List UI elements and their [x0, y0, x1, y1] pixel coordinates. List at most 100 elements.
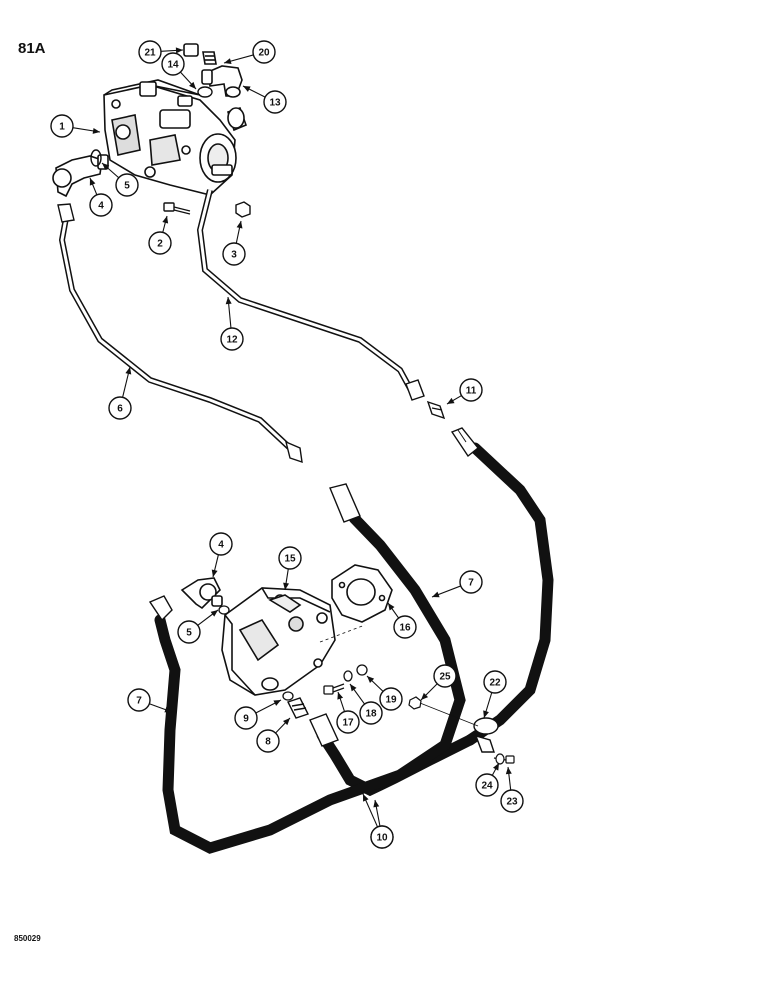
callout-17: 17: [336, 691, 360, 734]
callout-number: 2: [157, 239, 163, 250]
washer-24: [495, 753, 505, 765]
elbow-fitting-4-upper: [52, 154, 109, 198]
callout-6: 6: [108, 366, 132, 420]
callout-arrowhead: [273, 700, 281, 706]
callout-number: 4: [218, 540, 224, 551]
callout-14: 14: [161, 52, 197, 90]
callout-arrowhead: [505, 767, 512, 775]
callout-circle: [138, 40, 162, 64]
callout-number: 21: [144, 48, 156, 59]
page-code: 81A: [18, 40, 46, 57]
callout-number: 7: [468, 578, 474, 589]
callout-circle: [209, 532, 233, 556]
o-ring-5-upper: [90, 149, 102, 167]
callout-25: 25: [420, 664, 457, 701]
callout-5: 5: [101, 162, 139, 197]
drawing-number: 850029: [14, 934, 41, 943]
callout-circle: [108, 396, 132, 420]
callout-arrowhead: [483, 710, 489, 718]
callout-circle: [220, 327, 244, 351]
callout-20: 20: [223, 40, 276, 65]
callout-number: 14: [167, 60, 179, 71]
callout-circle: [278, 546, 302, 570]
bolt-2: [163, 202, 191, 215]
callout-number: 8: [265, 737, 271, 748]
callout-circle: [459, 378, 483, 402]
callout-number: 13: [269, 98, 281, 109]
connector-8: [287, 697, 309, 719]
callout-number: 19: [385, 695, 397, 706]
callout-5: 5: [177, 609, 219, 644]
callout-4: 4: [209, 532, 233, 578]
callout-circle: [500, 789, 524, 813]
callout-number: 12: [226, 335, 238, 346]
callout-arrowhead: [164, 706, 172, 713]
callout-arrowhead: [243, 86, 251, 92]
callout-circle: [148, 231, 172, 255]
hose-7: [148, 483, 466, 854]
callout-arrowhead: [388, 603, 395, 611]
callout-number: 5: [124, 181, 130, 192]
callout-circle: [115, 173, 139, 197]
callout-number: 17: [342, 718, 354, 729]
callout-arrowhead: [225, 297, 232, 305]
callout-number: 22: [489, 678, 501, 689]
callout-13: 13: [242, 85, 287, 114]
callout-7: 7: [127, 688, 173, 713]
callout-number: 15: [284, 554, 296, 565]
callout-number: 1: [59, 122, 65, 133]
callout-number: 24: [481, 781, 493, 792]
callout-arrowhead: [421, 692, 429, 700]
callout-number: 23: [506, 797, 518, 808]
callout-arrowhead: [236, 221, 243, 229]
callout-arrowhead: [162, 216, 169, 224]
callout-3: 3: [222, 220, 246, 266]
pump-dashed-leader: [319, 624, 366, 643]
callout-circle: [50, 114, 74, 138]
callout-4: 4: [89, 177, 113, 217]
callout-11: 11: [446, 378, 483, 405]
callout-1: 1: [50, 114, 101, 138]
callout-number: 11: [466, 386, 477, 397]
callout-arrowhead: [337, 692, 344, 700]
callout-number: 18: [365, 709, 377, 720]
callout-circle: [263, 90, 287, 114]
callout-circle: [256, 729, 280, 753]
callout-circle: [161, 52, 185, 76]
callout-circle: [459, 570, 483, 594]
o-ring-9: [282, 691, 294, 701]
callout-arrowhead: [210, 610, 218, 617]
callout-arrowhead: [373, 800, 380, 808]
callout-circle: [433, 664, 457, 688]
callout-number: 4: [98, 201, 104, 212]
callout-8: 8: [256, 717, 291, 753]
callout-number: 20: [258, 48, 270, 59]
callout-arrowhead: [432, 591, 440, 598]
callout-arrowhead: [92, 127, 100, 134]
callout-2: 2: [148, 215, 172, 255]
callout-circle: [336, 710, 360, 734]
callout-circle: [252, 40, 276, 64]
callout-circle: [475, 773, 499, 797]
nut-3: [235, 201, 251, 218]
callout-circle: [483, 670, 507, 694]
bolt-17: [323, 683, 345, 695]
callout-arrowhead: [363, 794, 369, 802]
callout-arrowhead: [283, 582, 290, 590]
adapter-11: [426, 400, 446, 420]
callout-circle: [359, 701, 383, 725]
callout-arrowhead: [175, 47, 183, 54]
callout-arrowhead: [367, 676, 375, 684]
callout-24: 24: [475, 762, 500, 797]
o-ring-5-lower: [218, 605, 230, 615]
washer-18: [343, 670, 353, 682]
callout-arrowhead: [350, 684, 357, 692]
callout-12: 12: [220, 296, 244, 351]
gasket-16: [331, 564, 393, 623]
upper-pump-body: [103, 79, 248, 196]
callout-arrowhead: [224, 58, 232, 65]
callout-circle: [379, 687, 403, 711]
callout-22: 22: [483, 670, 507, 719]
